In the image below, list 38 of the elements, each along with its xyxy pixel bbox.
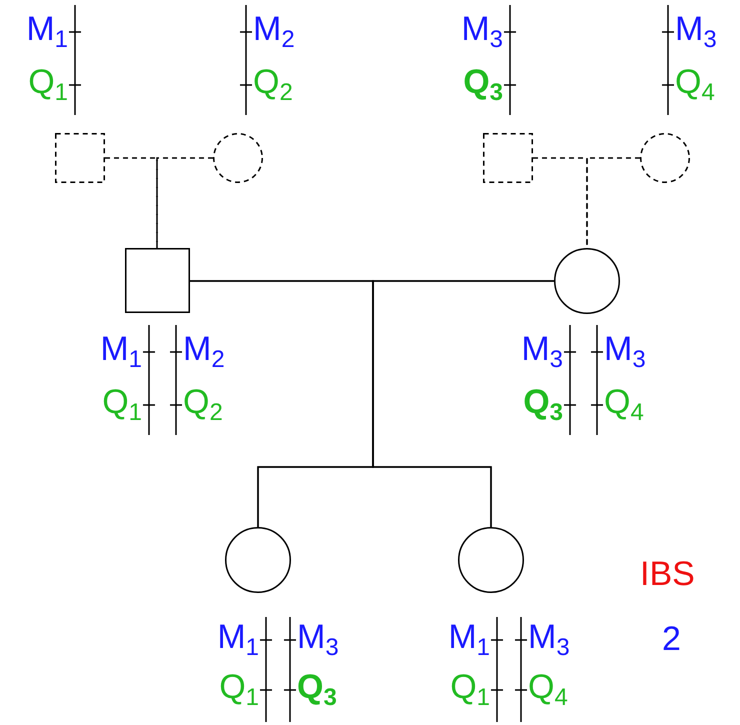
marker-allele-label: M$_{3}$ (528, 620, 570, 654)
female-circle (225, 527, 291, 593)
female-circle (640, 133, 690, 183)
pedigree-line (586, 157, 640, 248)
qtl-allele-label: Q$_{2}$ (183, 385, 223, 419)
qtl-allele-label: Q$_{4}$ (675, 65, 715, 99)
qtl-allele-label: Q$_{1}$ (450, 670, 490, 704)
pedigree-line (105, 157, 158, 248)
marker-allele-label: M$_{1}$ (100, 332, 142, 366)
qtl-allele-label: Q$_{3}$ (523, 385, 563, 419)
ibs-value: 2 (662, 622, 681, 656)
female-circle (213, 133, 263, 183)
female-circle (554, 248, 620, 314)
female-circle (458, 527, 524, 593)
pedigree-line (372, 280, 554, 527)
marker-allele-label: M$_{1}$ (448, 620, 490, 654)
qtl-allele-label: Q$_{4}$ (604, 385, 644, 419)
marker-allele-label: M$_{1}$ (26, 12, 68, 46)
marker-allele-label: M$_{2}$ (183, 332, 225, 366)
marker-allele-label: M$_{3}$ (521, 332, 563, 366)
marker-allele-label: M$_{3}$ (461, 12, 503, 46)
qtl-allele-label: Q$_{3}$ (463, 65, 503, 99)
male-square (125, 248, 190, 313)
male-square (55, 133, 105, 183)
qtl-allele-label: Q$_{4}$ (528, 670, 568, 704)
qtl-allele-label: Q$_{2}$ (253, 65, 293, 99)
pedigree-line (156, 157, 213, 248)
marker-allele-label: M$_{3}$ (297, 620, 339, 654)
ibs-heading: IBS (640, 557, 695, 591)
qtl-allele-label: Q$_{3}$ (297, 670, 337, 704)
male-square (483, 133, 533, 183)
qtl-allele-label: Q$_{1}$ (102, 385, 142, 419)
qtl-allele-label: Q$_{1}$ (28, 65, 68, 99)
marker-allele-label: M$_{3}$ (675, 12, 717, 46)
marker-allele-label: M$_{2}$ (253, 12, 295, 46)
qtl-allele-label: Q$_{1}$ (219, 670, 259, 704)
marker-allele-label: M$_{3}$ (604, 332, 646, 366)
marker-allele-label: M$_{1}$ (217, 620, 259, 654)
